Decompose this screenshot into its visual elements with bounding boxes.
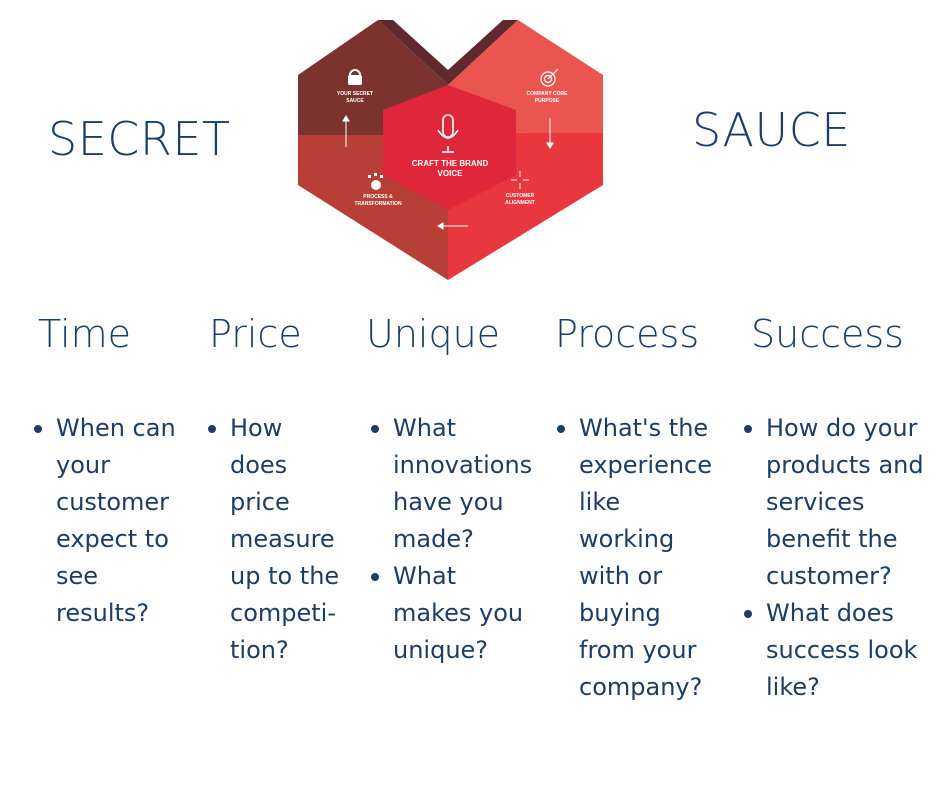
column-time: When can your customer expect to see res…	[30, 410, 180, 632]
heading-unique: Unique	[366, 312, 501, 356]
top-left-label-2: SAUCE	[346, 98, 364, 104]
center-label-2: VOICE	[438, 169, 464, 178]
bottom-right-label-2: ALIGNMENT	[505, 200, 535, 206]
center-hexagon	[383, 85, 516, 210]
list-item: How does price measure up to the competi…	[208, 410, 344, 669]
top-right-label-1: COMPANY CORE	[527, 91, 569, 97]
column-process: What's the experience like working with …	[553, 410, 718, 706]
cycle-arrows	[342, 115, 554, 230]
target-icon	[540, 68, 559, 87]
bottom-right-label-1: CUSTOMER	[506, 193, 535, 199]
list-item: What's the experience like working with …	[557, 410, 718, 706]
brand-voice-heart-diagram: CRAFT THE BRAND VOICE YOUR SECRET SAUCE …	[298, 20, 603, 280]
lock-icon	[348, 69, 362, 85]
list-item: What innovations have you made?	[371, 410, 537, 558]
heading-process: Process	[555, 312, 700, 356]
list-item: What does success look like?	[744, 595, 935, 706]
heading-success: Success	[751, 312, 904, 356]
list-item: When can your customer expect to see res…	[34, 410, 180, 632]
list-item: How do your products and services benefi…	[744, 410, 935, 595]
heading-time: Time	[38, 312, 131, 356]
title-secret: SECRET	[48, 112, 231, 166]
top-left-label-1: YOUR SECRET	[337, 91, 373, 97]
alignment-icon	[511, 171, 529, 189]
center-label-1: CRAFT THE BRAND	[412, 159, 489, 168]
title-sauce: SAUCE	[692, 103, 851, 157]
top-right-label-2: PURPOSE	[535, 98, 560, 104]
heading-price: Price	[209, 312, 302, 356]
column-unique: What innovations have you made?What make…	[367, 410, 537, 669]
microphone-icon	[437, 114, 459, 153]
column-price: How does price measure up to the competi…	[204, 410, 344, 669]
list-item: What makes you unique?	[371, 558, 537, 669]
gear-icon	[368, 173, 383, 190]
bottom-left-label-2: TRANSFORMATION	[354, 201, 402, 207]
bottom-left-label-1: PROCESS &	[363, 194, 393, 200]
column-success: How do your products and services benefi…	[740, 410, 935, 706]
